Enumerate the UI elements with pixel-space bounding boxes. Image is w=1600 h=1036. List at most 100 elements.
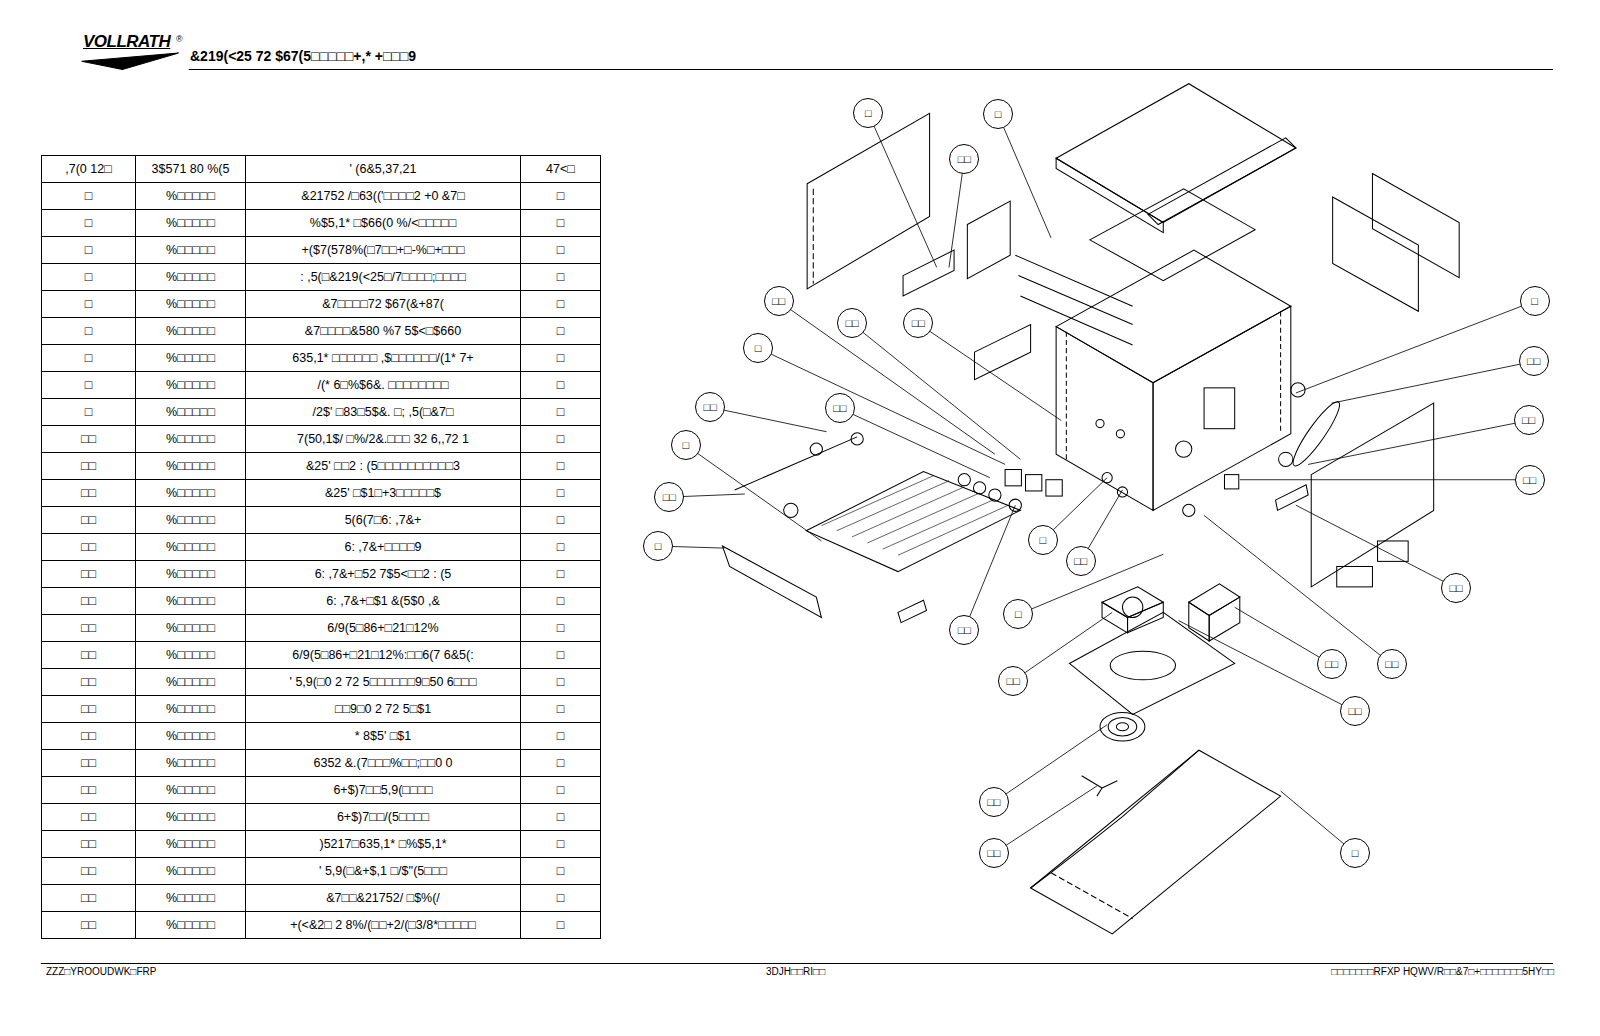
callout-number: □□ (1348, 705, 1361, 717)
table-row: □□%□□□□□* 8$5' □$1□ (42, 723, 601, 750)
table-cell: □ (521, 372, 601, 399)
callout-circle: □□ (1317, 649, 1347, 679)
table-cell: □ (521, 885, 601, 912)
table-cell: 6352 &.(7□□□%□□;□□0 0 (246, 750, 521, 777)
table-cell: %□□□□□ (136, 183, 246, 210)
callout-number: □□ (1007, 675, 1020, 687)
table-cell: □ (521, 804, 601, 831)
table-cell: □ (521, 534, 601, 561)
callout-circle: □ (743, 333, 773, 363)
table-row: □%□□□□□+($7(578%(□7□□+□-%□+□□□□ (42, 237, 601, 264)
callout-number: □□ (704, 401, 717, 413)
callout-number: □ (655, 540, 662, 552)
table-cell: %□□□□□ (136, 669, 246, 696)
table-cell: □ (521, 669, 601, 696)
table-row: □%□□□□□&7□□□□72 $67(&+87(□ (42, 291, 601, 318)
callout-circle: □□ (1519, 346, 1549, 376)
header-cell: ,7(0 12□ (42, 156, 136, 183)
table-cell: +($7(578%(□7□□+□-%□+□□□ (246, 237, 521, 264)
callout-number: □□ (1385, 658, 1398, 670)
callout-circle: □ (671, 430, 701, 460)
table-row: □□%□□□□□6352 &.(7□□□%□□;□□0 0□ (42, 750, 601, 777)
table-cell: * 8$5' □$1 (246, 723, 521, 750)
table-cell: □ (521, 480, 601, 507)
table-cell: □□ (42, 642, 136, 669)
table-cell: %□□□□□ (136, 372, 246, 399)
parts-table: ,7(0 12□3$571 80 %(5' (6&5,37,2147<□□%□□… (41, 155, 601, 939)
table-cell: □□ (42, 588, 136, 615)
table-cell: %□□□□□ (136, 723, 246, 750)
table-row: □□%□□□□□+(<&2□ 2 8%/(□□+2/(□3/8*□□□□□□ (42, 912, 601, 939)
parts-drawing (722, 84, 1459, 934)
table-cell: %□□□□□ (136, 399, 246, 426)
table-cell: %□□□□□ (136, 237, 246, 264)
table-cell: □ (521, 507, 601, 534)
callout-number: □ (755, 342, 762, 354)
table-cell: &7□□□□&580 %7 5$<□$660 (246, 318, 521, 345)
table-cell: □□ (42, 885, 136, 912)
table-row: □□%□□□□□7(50,1$/ □%/2&.□□□ 32 6,,72 1□ (42, 426, 601, 453)
table-cell: %□□□□□ (136, 426, 246, 453)
callout-number: □□ (958, 153, 971, 165)
callout-circle: □ (853, 98, 883, 128)
table-cell: %□□□□□ (136, 480, 246, 507)
table-cell: □ (521, 777, 601, 804)
footer-docref: □□□□□□□RFXP HQWV/R□□&7□+□□□□□□□5HY□□ (1331, 966, 1554, 977)
table-cell: □ (42, 183, 136, 210)
callout-circle: □□ (949, 144, 979, 174)
table-cell: □□ (42, 858, 136, 885)
table-row: ,7(0 12□3$571 80 %(5' (6&5,37,2147<□ (42, 156, 601, 183)
table-cell: □ (521, 345, 601, 372)
table-row: □□%□□□□□6+$)7□□/(5□□□□□ (42, 804, 601, 831)
table-cell: □ (42, 291, 136, 318)
table-cell: %□□□□□ (136, 318, 246, 345)
callout-circle: □□ (837, 308, 867, 338)
table-row: □□%□□□□□&7□□&21752/ □$%(/□ (42, 885, 601, 912)
table-cell: □□ (42, 669, 136, 696)
callout-number: □ (1015, 608, 1022, 620)
table-cell: □ (521, 696, 601, 723)
callout-number: □□ (845, 317, 858, 329)
table-row: □□%□□□□□&25' □$1□+3□□□□□$□ (42, 480, 601, 507)
callout-number: □□ (772, 295, 785, 307)
table-cell: □ (521, 642, 601, 669)
callout-circle: □ (983, 99, 1013, 129)
table-cell: □□ (42, 696, 136, 723)
table-cell: □ (521, 723, 601, 750)
table-cell: 6/9(5□86+□21□12%:□□6(7 6&5(: (246, 642, 521, 669)
table-cell: 6: ,7&+□52 7$5<□□2 : (5 (246, 561, 521, 588)
table-cell: %□□□□□ (136, 750, 246, 777)
table-cell: 7(50,1$/ □%/2&.□□□ 32 6,,72 1 (246, 426, 521, 453)
callout-circle: □□ (1515, 465, 1545, 495)
callout-circle: □ (1520, 286, 1550, 316)
table-cell: %□□□□□ (136, 885, 246, 912)
callout-circle: □□ (979, 838, 1009, 868)
table-cell: )5217□635,1* □%$5,1* (246, 831, 521, 858)
table-cell: □□ (42, 723, 136, 750)
callout-circle: □ (1340, 838, 1370, 868)
table-cell: □ (521, 210, 601, 237)
callout-circle: □□ (654, 482, 684, 512)
table-row: □□%□□□□□)5217□635,1* □%$5,1*□ (42, 831, 601, 858)
table-cell: □ (521, 426, 601, 453)
table-cell: □ (521, 183, 601, 210)
callout-circle: □□ (949, 615, 979, 645)
table-cell: %□□□□□ (136, 534, 246, 561)
registered-mark: ® (176, 34, 183, 44)
table-cell: %□□□□□ (136, 777, 246, 804)
table-cell: ' 5,9(□&+$,1 □/$''(5□□□ (246, 858, 521, 885)
table-cell: %□□□□□ (136, 696, 246, 723)
table-row: □%□□□□□/2$' □83□5$&. □; ,5(□&7□□ (42, 399, 601, 426)
callout-circle: □□ (1377, 649, 1407, 679)
callout-number: □ (1352, 847, 1359, 859)
header-cell: 3$571 80 %(5 (136, 156, 246, 183)
table-row: □%□□□□□/(* 6□%$6&. □□□□□□□□□ (42, 372, 601, 399)
table-cell: %$5,1* □$66(0 %/<□□□□□ (246, 210, 521, 237)
table-cell: □ (42, 210, 136, 237)
table-cell: □□ (42, 750, 136, 777)
footer-url: ZZZ□YROOUDWK□FRP (46, 966, 156, 977)
callout-number: □□ (663, 491, 676, 503)
table-cell: □ (521, 831, 601, 858)
table-cell: □□ (42, 912, 136, 939)
table-cell: %□□□□□ (136, 561, 246, 588)
